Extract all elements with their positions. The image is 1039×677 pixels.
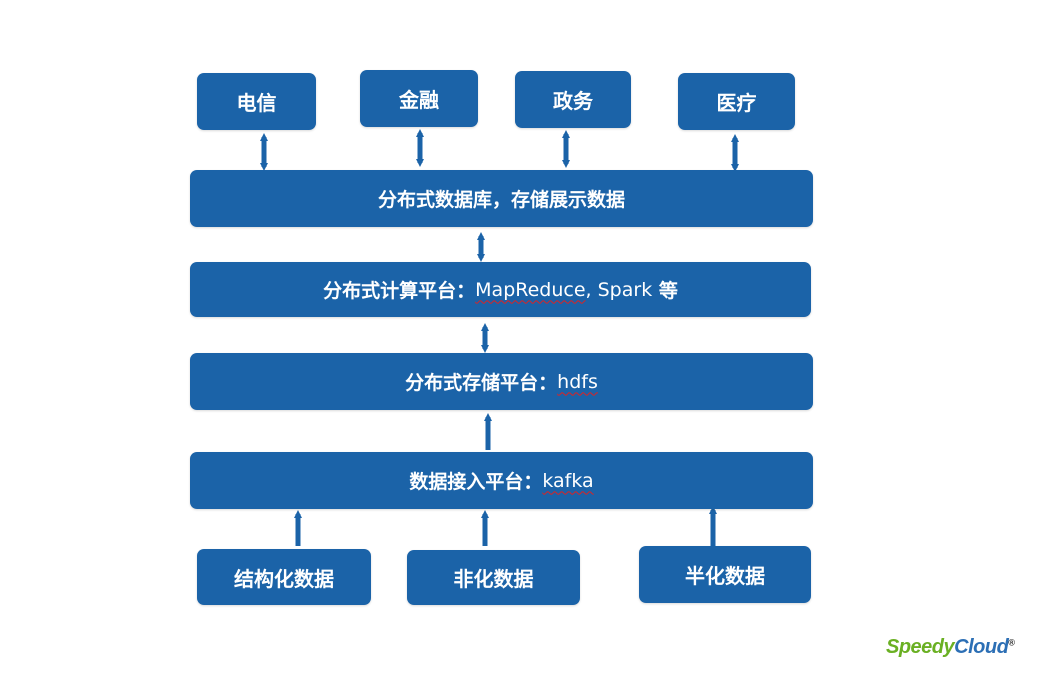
logo-cloud-text: Cloud	[954, 636, 1009, 658]
source-unstructured-label: 非化数据	[453, 567, 534, 591]
industry-government: 政务	[515, 71, 631, 128]
source-semistructured-label: 半化数据	[685, 564, 765, 588]
industry-finance: 金融	[360, 70, 478, 127]
layer-compute-term-spark: Spark	[597, 278, 653, 301]
source-structured-data: 结构化数据	[197, 549, 371, 605]
industry-finance-label: 金融	[399, 88, 439, 112]
layer-storage-prefix: 分布式存储平台：	[405, 372, 558, 394]
layer-data-ingest: 数据接入平台：kafka	[190, 452, 813, 509]
layer-compute-separator: ,	[585, 278, 598, 301]
source-semistructured-data: 半化数据	[639, 546, 811, 603]
layer-distributed-storage: 分布式存储平台：hdfs	[190, 353, 813, 410]
industry-telecom: 电信	[197, 73, 316, 130]
source-unstructured-data: 非化数据	[407, 550, 580, 605]
layer-compute-term-mapreduce: MapReduce	[475, 278, 586, 301]
industry-government-label: 政务	[553, 89, 593, 113]
industry-medical-label: 医疗	[716, 91, 757, 115]
layer-distributed-compute: 分布式计算平台：MapReduce, Spark 等	[190, 262, 811, 317]
layer-ingest-prefix: 数据接入平台：	[409, 471, 543, 493]
speedycloud-logo: SpeedyCloud®	[886, 636, 1015, 659]
layer-compute-suffix: 等	[652, 280, 678, 302]
layer-compute-prefix: 分布式计算平台：	[323, 280, 476, 302]
industry-telecom-label: 电信	[236, 91, 277, 115]
industry-medical: 医疗	[678, 73, 795, 130]
layer-ingest-term-kafka: kafka	[542, 469, 594, 492]
logo-registered-mark: ®	[1008, 637, 1015, 648]
layer-storage-term-hdfs: hdfs	[557, 370, 598, 393]
logo-speedy-text: Speedy	[886, 636, 955, 658]
source-structured-label: 结构化数据	[234, 566, 334, 591]
layer-distributed-database: 分布式数据库，存储展示数据	[190, 170, 813, 227]
layer-database-label: 分布式数据库，存储展示数据	[377, 189, 625, 211]
